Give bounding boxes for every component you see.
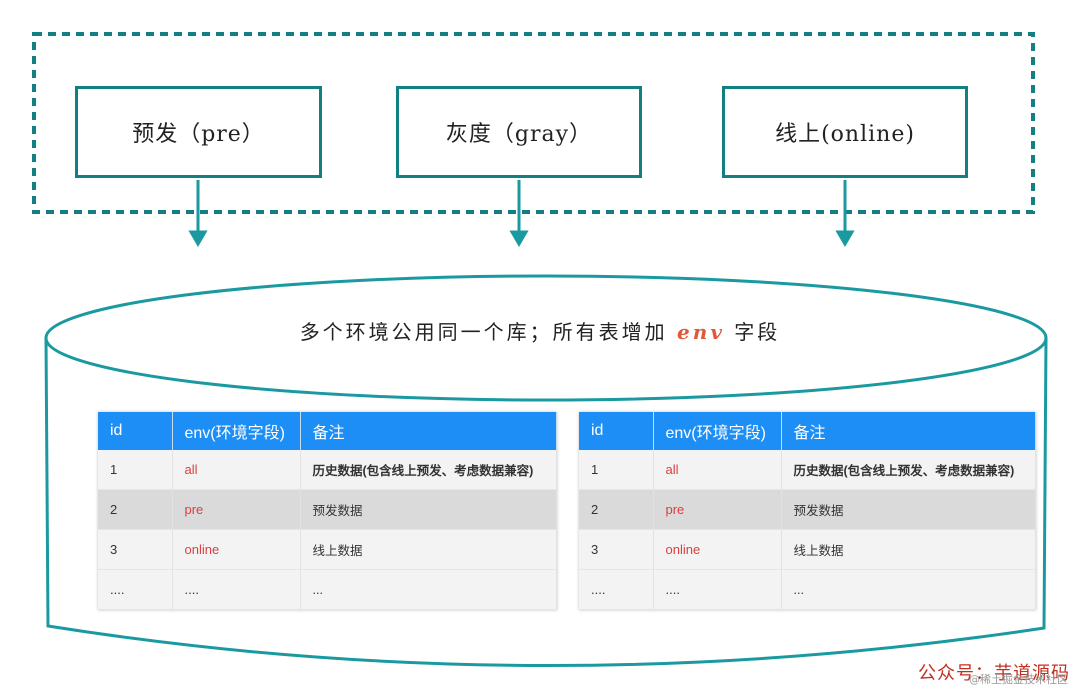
env-box-gray: 灰度（gray） <box>396 86 642 178</box>
table-row: 3 online 线上数据 <box>98 529 557 570</box>
env-table-right: id env(环境字段) 备注 1 all 历史数据(包含线上预发、考虑数据兼容… <box>579 412 1036 610</box>
cell-env: all <box>172 450 301 490</box>
cell-env: pre <box>653 489 782 530</box>
cell-env: pre <box>172 489 301 530</box>
cell-env: online <box>172 529 301 570</box>
cell-note: 历史数据(包含线上预发、考虑数据兼容) <box>781 450 1036 490</box>
cell-id: 2 <box>579 489 654 530</box>
cell-id: 3 <box>98 529 173 570</box>
cell-note: 线上数据 <box>300 529 557 570</box>
cell-note: 历史数据(包含线上预发、考虑数据兼容) <box>300 450 557 490</box>
cell-id: 1 <box>579 450 654 490</box>
cell-env: online <box>653 529 782 570</box>
table-row: .... .... ... <box>98 569 557 610</box>
table-row: 2 pre 预发数据 <box>579 489 1036 530</box>
header-note: 备注 <box>781 412 1036 450</box>
database-title-suffix: 字段 <box>734 320 781 344</box>
watermark: 公众号：芋道源码 @稀土掘金技术社区 <box>918 659 1070 686</box>
arrow-gray <box>509 180 529 247</box>
cell-id: 3 <box>579 529 654 570</box>
cell-id: .... <box>98 569 173 610</box>
env-box-online: 线上(online) <box>722 86 968 178</box>
table-header-row: id env(环境字段) 备注 <box>579 412 1036 450</box>
cell-env: .... <box>172 569 301 610</box>
cell-note: ... <box>781 569 1036 610</box>
cylinder-body <box>44 337 1048 667</box>
cell-note: 线上数据 <box>781 529 1036 570</box>
env-label-gray: 灰度（gray） <box>445 122 593 147</box>
cell-env: all <box>653 450 782 490</box>
watermark-sub: @稀土掘金技术社区 <box>969 673 1068 686</box>
header-id: id <box>98 412 173 450</box>
database-title-highlight: env <box>677 320 725 344</box>
header-env: env(环境字段) <box>172 412 301 450</box>
cell-id: .... <box>579 569 654 610</box>
cell-note: 预发数据 <box>300 489 557 530</box>
table-header-row: id env(环境字段) 备注 <box>98 412 557 450</box>
table-row: .... .... ... <box>579 569 1036 610</box>
cell-note: ... <box>300 569 557 610</box>
database-title-prefix: 多个环境公用同一个库；所有表增加 <box>299 320 668 344</box>
table-row: 2 pre 预发数据 <box>98 489 557 530</box>
watermark-text: 公众号：芋道源码 <box>918 663 1070 684</box>
database-title: 多个环境公用同一个库；所有表增加 env 字段 <box>0 316 1080 345</box>
cell-note: 预发数据 <box>781 489 1036 530</box>
arrow-pre <box>188 180 208 247</box>
cell-env: .... <box>653 569 782 610</box>
table-row: 1 all 历史数据(包含线上预发、考虑数据兼容) <box>579 450 1036 490</box>
table-row: 1 all 历史数据(包含线上预发、考虑数据兼容) <box>98 450 557 490</box>
database-cylinder <box>44 274 1048 667</box>
env-box-pre: 预发（pre） <box>75 86 322 178</box>
header-note: 备注 <box>300 412 557 450</box>
cell-id: 1 <box>98 450 173 490</box>
cylinder-top <box>44 274 1048 402</box>
header-id: id <box>579 412 654 450</box>
env-label-online: 线上(online) <box>775 122 915 147</box>
env-table-left: id env(环境字段) 备注 1 all 历史数据(包含线上预发、考虑数据兼容… <box>98 412 557 610</box>
header-env: env(环境字段) <box>653 412 782 450</box>
env-label-pre: 预发（pre） <box>132 122 265 147</box>
arrow-online <box>835 180 855 247</box>
cell-id: 2 <box>98 489 173 530</box>
table-row: 3 online 线上数据 <box>579 529 1036 570</box>
